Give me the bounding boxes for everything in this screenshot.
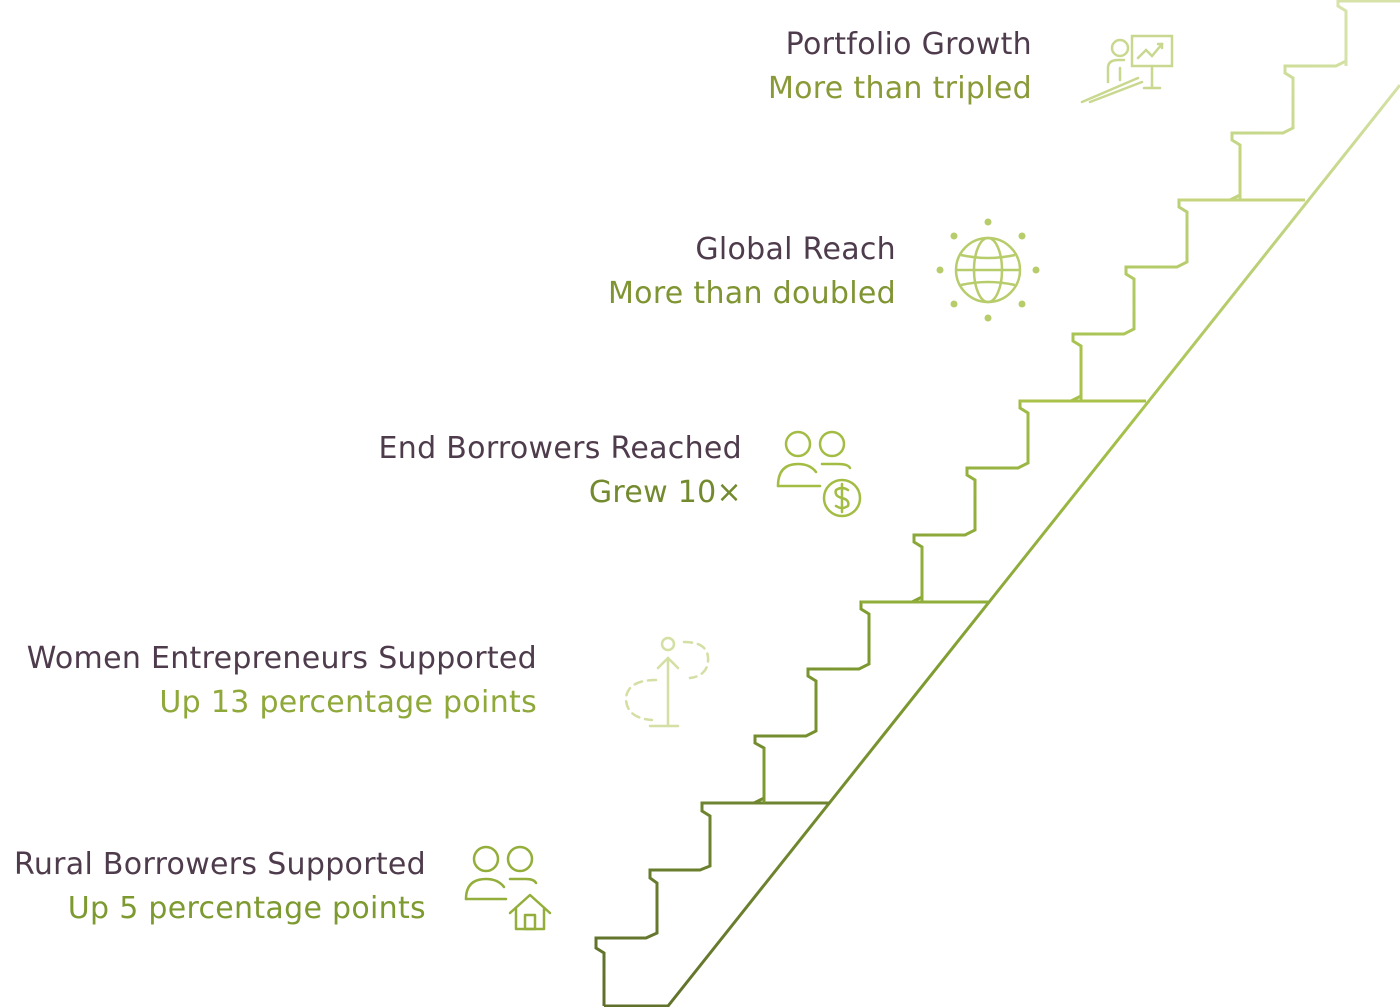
milestone-value: Grew 10× — [588, 474, 742, 510]
milestone-value: Up 5 percentage points — [67, 890, 426, 926]
milestone-portfolio-growth: Portfolio Growth More than tripled — [768, 26, 1032, 107]
milestone-value: More than tripled — [767, 70, 1032, 106]
globe-icon — [936, 218, 1040, 322]
milestone-title: Rural Borrowers Supported — [14, 847, 426, 882]
milestone-global-reach: Global Reach More than doubled — [608, 231, 896, 312]
milestone-women-entrepreneurs: Women Entrepreneurs Supported Up 13 perc… — [27, 640, 537, 721]
milestone-title: End Borrowers Reached — [378, 431, 742, 466]
milestone-title: Portfolio Growth — [785, 27, 1032, 62]
person-arrow-up-icon — [624, 636, 710, 728]
stair-stringer — [604, 84, 1400, 1007]
milestone-value: Up 13 percentage points — [159, 684, 537, 720]
milestone-rural-borrowers: Rural Borrowers Supported Up 5 percentag… — [14, 846, 426, 927]
milestone-end-borrowers: End Borrowers Reached Grew 10× — [379, 430, 742, 511]
milestone-value: More than doubled — [607, 275, 896, 311]
milestone-title: Global Reach — [695, 232, 896, 267]
presentation-growth-icon — [1080, 34, 1174, 104]
milestone-title: Women Entrepreneurs Supported — [26, 641, 537, 676]
people-house-icon — [464, 845, 552, 931]
people-dollar-icon — [776, 430, 862, 518]
stair-steps — [594, 0, 1400, 1006]
